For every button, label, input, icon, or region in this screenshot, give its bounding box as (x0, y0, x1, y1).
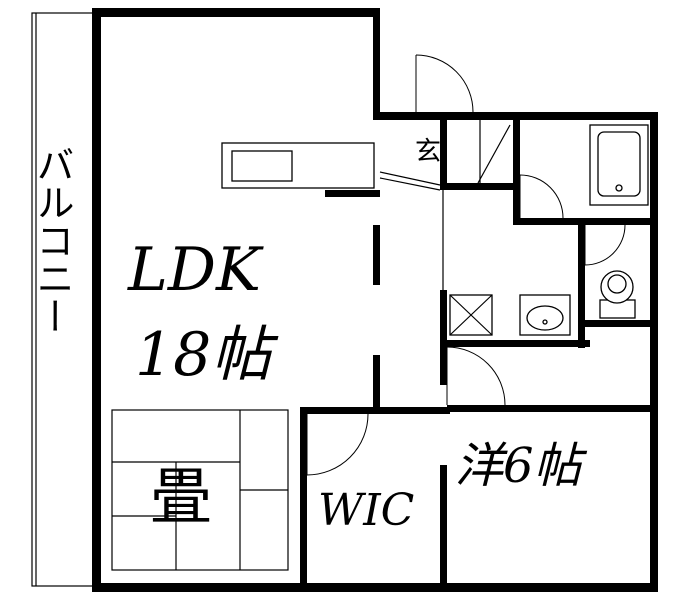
wash-basin (519, 294, 571, 336)
washer-pan (449, 294, 493, 336)
bathtub (589, 124, 649, 206)
kitchen-counter (221, 142, 375, 189)
balcony-label: バルコニー (30, 145, 74, 335)
entrance-step (379, 120, 511, 191)
western-door (446, 346, 506, 406)
entrance-label: 玄 (415, 137, 441, 167)
tatami-label: 畳 (150, 460, 212, 533)
bath-door (519, 174, 564, 219)
western-room-label: 洋6帖 (455, 438, 588, 494)
ldk-label: LDK (127, 235, 264, 305)
ldk-size-label: 18帖 (135, 320, 279, 390)
tatami-mats (111, 409, 289, 571)
toilet-door (584, 224, 626, 266)
toilet (599, 270, 636, 319)
entrance-door (415, 54, 474, 113)
wic-door (306, 413, 369, 476)
wic-label: WIC (318, 485, 414, 536)
interior-walls (300, 120, 658, 592)
